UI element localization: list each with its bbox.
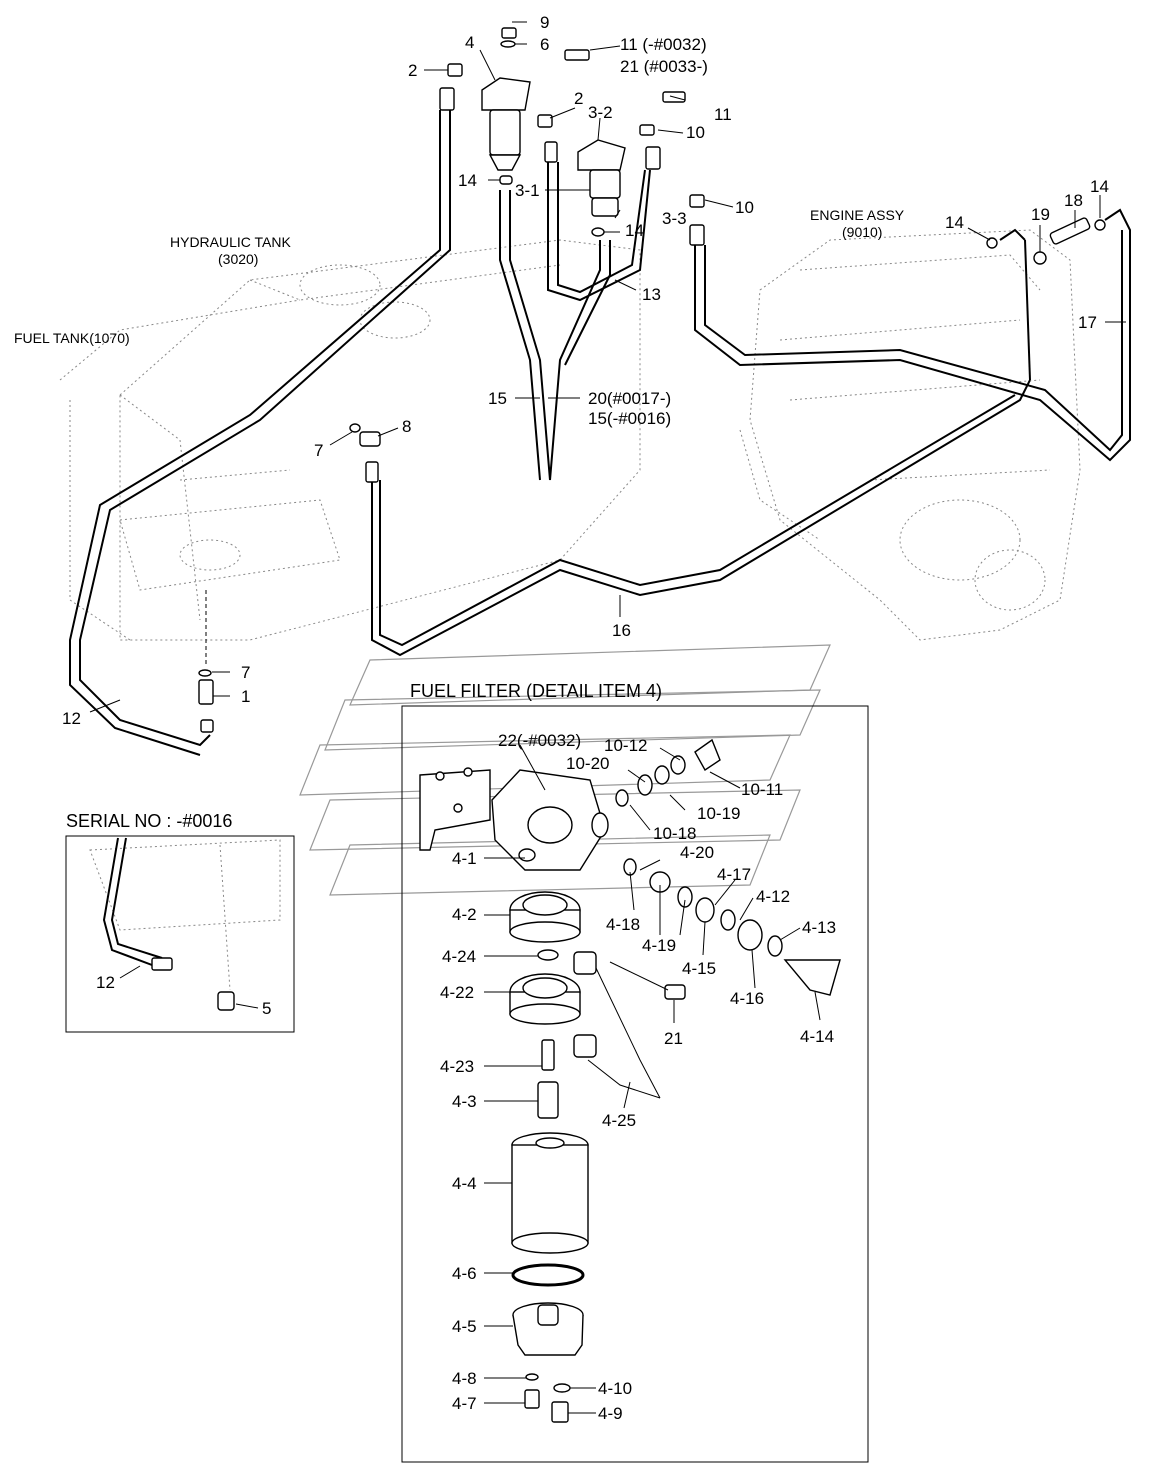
callout-10-20: 10-20 — [566, 754, 609, 773]
callout-10b: 10 — [735, 198, 754, 217]
callout-22: 22(-#0032) — [498, 731, 581, 750]
callout-2a: 2 — [408, 61, 417, 80]
callout-16: 16 — [612, 621, 631, 640]
filter-item-3 — [577, 139, 626, 237]
callout-10-18: 10-18 — [653, 824, 696, 843]
callout-4-1: 4-1 — [452, 849, 477, 868]
callout-7a: 7 — [314, 441, 323, 460]
callout-4-13: 4-13 — [802, 918, 836, 937]
engine-assy-label: ENGINE ASSY — [810, 207, 905, 223]
callout-18: 18 — [1064, 191, 1083, 210]
engine-assy-code: (9010) — [842, 224, 882, 240]
callout-11a: 11 (-#0032) — [620, 35, 707, 54]
callout-4-4: 4-4 — [452, 1174, 477, 1193]
engine-outline — [739, 229, 1081, 641]
callout-14b: 14 — [625, 221, 644, 240]
callout-9: 9 — [540, 13, 549, 32]
callout-19: 19 — [1031, 205, 1050, 224]
callout-1: 1 — [241, 687, 250, 706]
callout-10-11: 10-11 — [741, 780, 783, 799]
hydraulic-tank-outline — [59, 239, 641, 641]
detail-title: FUEL FILTER (DETAIL ITEM 4) — [410, 681, 662, 701]
callout-14a: 14 — [458, 171, 477, 190]
fuel-hoses — [69, 110, 1131, 756]
callout-21d: 21 — [664, 1029, 683, 1048]
callout-21a: 21 (#0033-) — [620, 57, 708, 76]
callout-11b: 11 — [714, 105, 732, 124]
detail-fuel-filter: FUEL FILTER (DETAIL ITEM 4) — [401, 681, 869, 1463]
callout-4-8: 4-8 — [452, 1369, 477, 1388]
callout-4-22: 4-22 — [440, 983, 474, 1002]
callout-14c: 14 — [945, 213, 964, 232]
callout-4-15: 4-15 — [682, 959, 716, 978]
serial-inset-title: SERIAL NO : -#0016 — [66, 811, 232, 831]
callout-5: 5 — [262, 999, 271, 1018]
callout-3-3: 3-3 — [662, 209, 687, 228]
serial-inset: SERIAL NO : -#0016 12 5 — [65, 811, 295, 1033]
callout-8: 8 — [402, 417, 411, 436]
fittings-top — [439, 49, 705, 246]
callout-7b: 7 — [241, 663, 250, 682]
callout-17: 17 — [1078, 313, 1097, 332]
leaders-top — [89, 21, 1126, 713]
hydraulic-tank-code: (3020) — [218, 251, 258, 267]
callout-14d: 14 — [1090, 177, 1109, 196]
callout-10-12: 10-12 — [604, 736, 647, 755]
callouts-top: 9 6 4 2 11 (-#0032) 21 (#0033-) 2 3-2 11… — [62, 13, 1109, 728]
callout-4-17: 4-17 — [717, 865, 751, 884]
callout-12b: 12 — [96, 973, 115, 992]
callout-3-2: 3-2 — [588, 103, 613, 122]
callout-4-7: 4-7 — [452, 1394, 477, 1413]
callout-4-10: 4-10 — [598, 1379, 632, 1398]
callout-4-6: 4-6 — [452, 1264, 477, 1283]
hydraulic-tank-label: HYDRAULIC TANK — [170, 234, 292, 250]
fittings-bottom — [198, 217, 1106, 733]
callout-10-19: 10-19 — [697, 804, 740, 823]
callout-6: 6 — [540, 35, 549, 54]
callout-4-3: 4-3 — [452, 1092, 477, 1111]
callout-4-2: 4-2 — [452, 905, 477, 924]
callout-15b: 15(-#0016) — [588, 409, 671, 428]
callout-4-5: 4-5 — [452, 1317, 477, 1336]
callout-3-1: 3-1 — [515, 181, 540, 200]
callout-4-24: 4-24 — [442, 947, 476, 966]
callout-15: 15 — [488, 389, 507, 408]
callout-12: 12 — [62, 709, 81, 728]
callout-4: 4 — [465, 33, 474, 52]
filter-item-4 — [481, 27, 531, 171]
callout-4-23: 4-23 — [440, 1057, 474, 1076]
callout-13: 13 — [642, 285, 661, 304]
callout-4-25: 4-25 — [602, 1111, 636, 1130]
callout-4-14: 4-14 — [800, 1027, 834, 1046]
callout-4-18: 4-18 — [606, 915, 640, 934]
callout-4-12: 4-12 — [756, 887, 790, 906]
callout-10a: 10 — [686, 123, 705, 142]
fuel-tank-label: FUEL TANK(1070) — [14, 330, 130, 346]
callout-20: 20(#0017-) — [588, 389, 671, 408]
callout-4-9: 4-9 — [598, 1404, 623, 1423]
callout-4-20: 4-20 — [680, 843, 714, 862]
callout-2b: 2 — [574, 89, 583, 108]
callout-4-16: 4-16 — [730, 989, 764, 1008]
callout-4-19: 4-19 — [642, 936, 676, 955]
